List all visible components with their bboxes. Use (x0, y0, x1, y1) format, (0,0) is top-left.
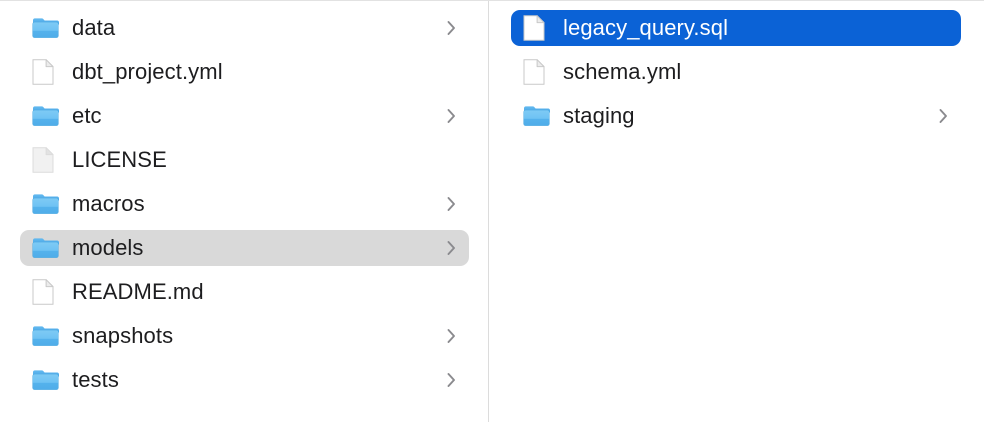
chevron-right-icon[interactable] (446, 371, 457, 389)
finder-item-row[interactable]: snapshots (20, 318, 469, 354)
finder-item-row[interactable]: legacy_query.sql (511, 10, 961, 46)
finder-item-label: schema.yml (563, 59, 682, 84)
finder-item-label: snapshots (72, 323, 174, 348)
finder-item-row[interactable]: data (20, 10, 469, 46)
folder-icon (32, 367, 59, 393)
finder-item-row[interactable]: etc (20, 98, 469, 134)
file-icon (32, 279, 59, 305)
finder-item-label: etc (72, 103, 102, 128)
finder-item-label: README.md (72, 279, 204, 304)
folder-icon (32, 235, 59, 261)
finder-item-row[interactable]: dbt_project.yml (20, 54, 469, 90)
finder-item-label: models (72, 235, 144, 260)
finder-item-label: tests (72, 367, 119, 392)
finder-item-row[interactable]: README.md (20, 274, 469, 310)
file-icon (523, 15, 550, 41)
folder-icon (32, 15, 59, 41)
folder-icon (523, 103, 550, 129)
file-generic-icon (32, 147, 59, 173)
finder-item-row[interactable]: models (20, 230, 469, 266)
chevron-right-icon[interactable] (446, 327, 457, 345)
folder-icon (32, 103, 59, 129)
finder-item-label: LICENSE (72, 147, 167, 172)
folder-icon (32, 323, 59, 349)
finder-item-label: staging (563, 103, 635, 128)
file-icon (32, 59, 59, 85)
chevron-right-icon[interactable] (446, 195, 457, 213)
finder-item-row[interactable]: tests (20, 362, 469, 398)
finder-item-row[interactable]: LICENSE (20, 142, 469, 178)
finder-column-child[interactable]: legacy_query.sql schema.yml staging (489, 1, 984, 422)
chevron-right-icon[interactable] (446, 107, 457, 125)
finder-item-row[interactable]: schema.yml (511, 54, 961, 90)
chevron-right-icon[interactable] (938, 107, 949, 125)
finder-item-label: data (72, 15, 116, 40)
folder-icon (32, 191, 59, 217)
finder-item-label: dbt_project.yml (72, 59, 223, 84)
finder-item-row[interactable]: macros (20, 186, 469, 222)
finder-item-label: legacy_query.sql (563, 15, 729, 40)
finder-item-row[interactable]: staging (511, 98, 961, 134)
finder-item-label: macros (72, 191, 145, 216)
chevron-right-icon[interactable] (446, 239, 457, 257)
chevron-right-icon[interactable] (446, 19, 457, 37)
file-icon (523, 59, 550, 85)
